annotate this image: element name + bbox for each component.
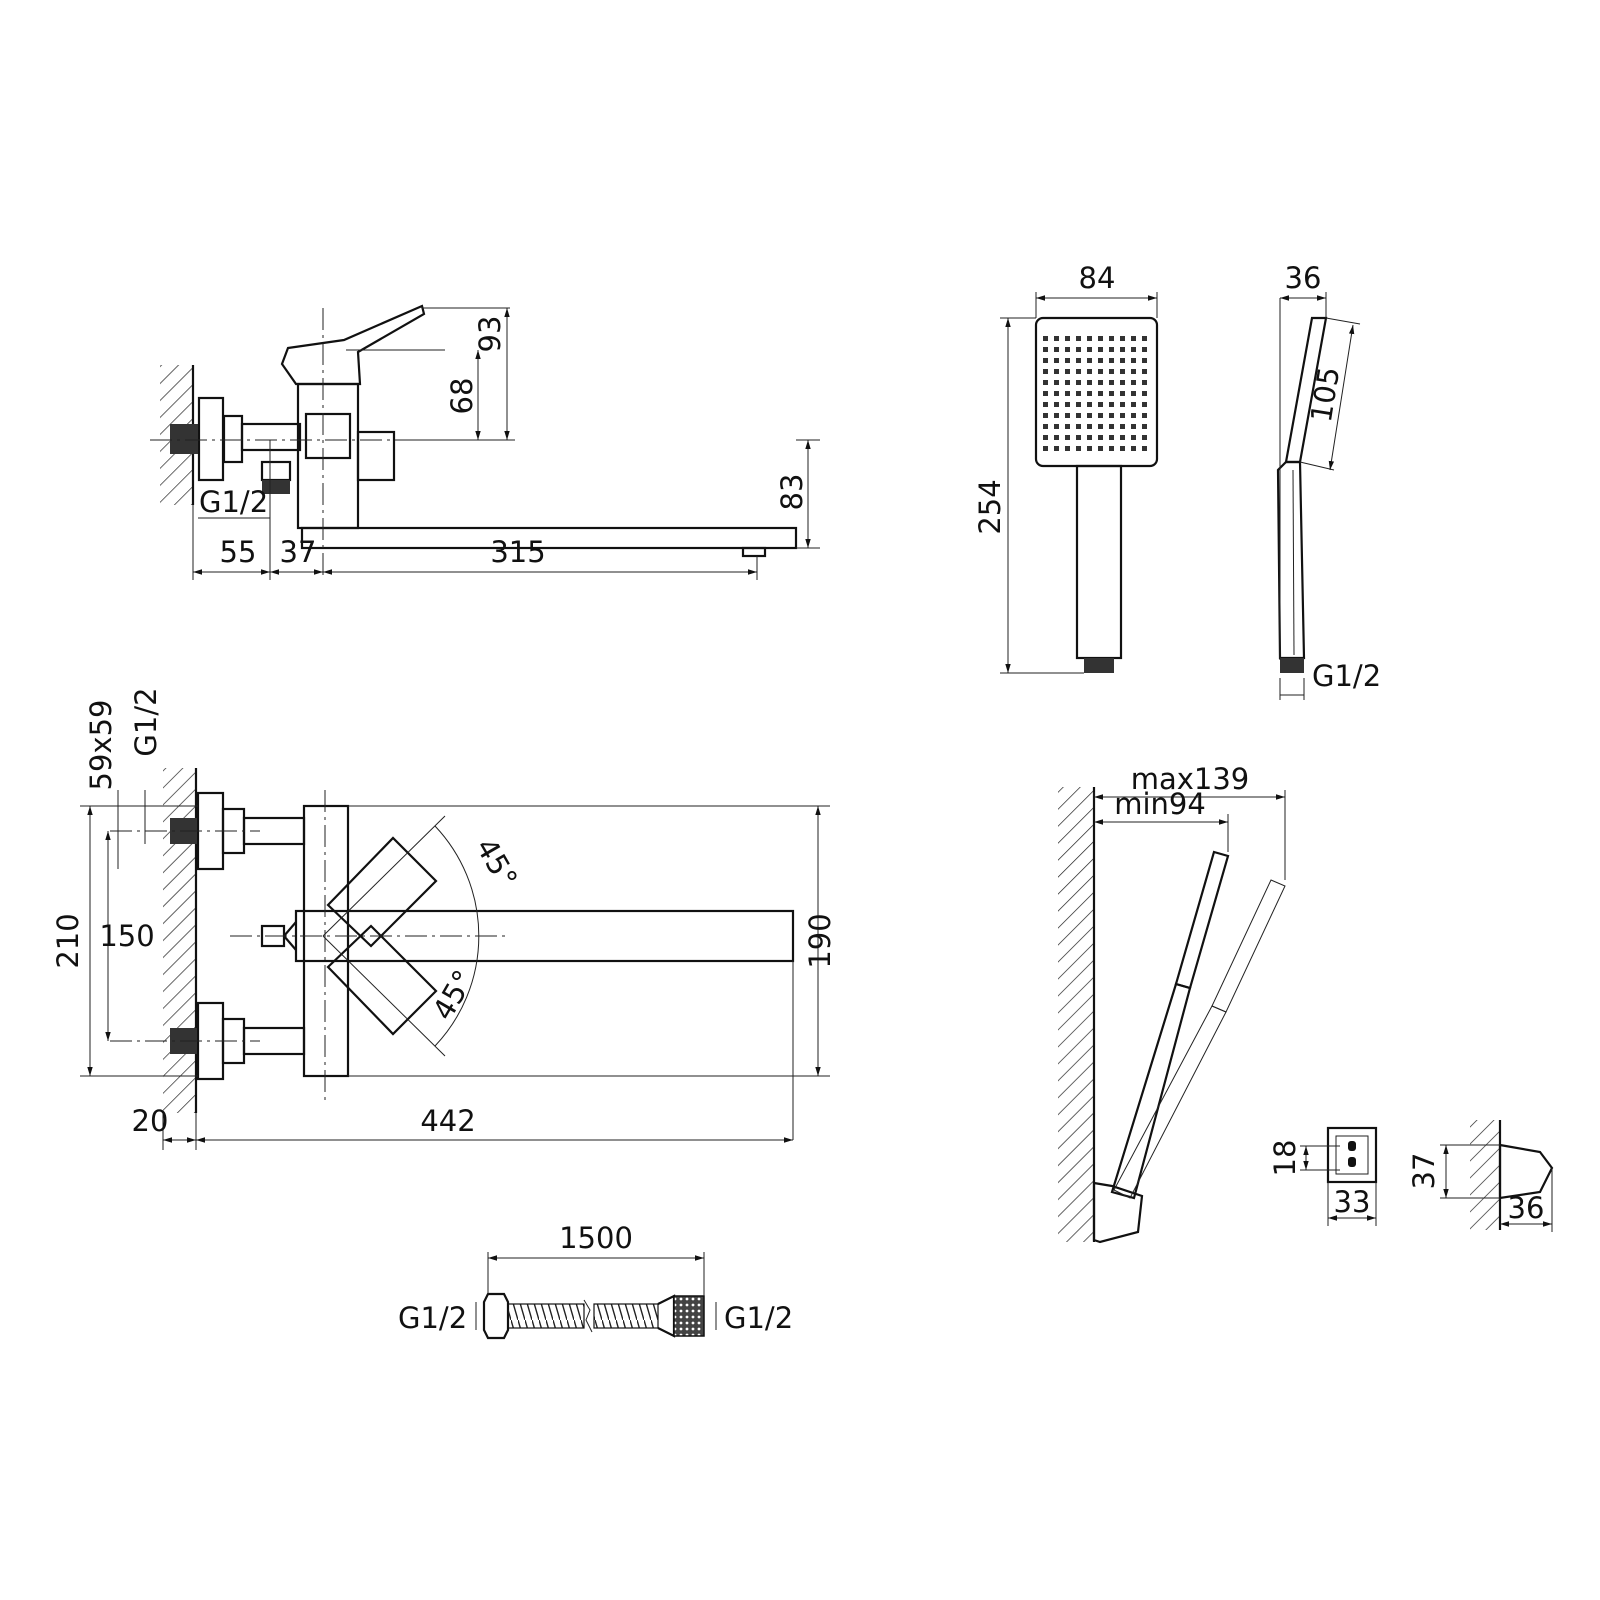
dim-holder-front-width: 33 [1334,1185,1371,1219]
holder-side-body [1498,1143,1554,1200]
dim-head-length: 105 [1304,364,1346,424]
hose-cone [657,1294,676,1338]
label-shower-thread: G1/2 [1312,659,1381,693]
label-angle-lower: 45° [426,964,481,1026]
side-inlet-thread [170,424,198,454]
top-view: 210 150 190 59x59 G1/2 45° 45° 20 442 [51,687,837,1150]
side-spout [300,526,798,550]
dim-max-reach: max139 [1131,762,1250,796]
hose-nut [482,1292,510,1340]
holder-bracket [1092,1181,1144,1244]
label-hose-thread-left: G1/2 [398,1301,467,1335]
dim-lever-height: 68 [445,378,479,415]
dim-wall-offset: 20 [132,1104,169,1138]
hose-coil-right [593,1303,659,1329]
dim-spout-reach: 315 [490,535,545,569]
label-eccentric-thread: G1/2 [129,687,163,756]
dim-outer-spacing: 210 [51,913,85,968]
holder-mounted-view: max139 min94 [1058,762,1286,1244]
label-angle-upper: 45° [469,832,524,894]
holder-front-screw-top [1348,1141,1356,1151]
holder-side-view: 37 36 [1407,1120,1554,1232]
shower-max-head [1211,879,1286,1013]
hose-break [583,1299,593,1333]
dim-holder-side-depth: 36 [1508,1191,1545,1225]
holder-front-slot [1335,1135,1369,1175]
shower-thread-front [1084,658,1114,673]
hand-shower-side: 36 105 G1/2 [1276,261,1381,700]
shower-handle-front [1075,464,1123,660]
shower-min-handle [1110,982,1192,1200]
hose-view: 1500 G1/2 G1/2 [398,1221,793,1340]
dim-total-length: 254 [973,479,1007,534]
shower-max-handle [1113,1005,1227,1199]
holder-side-wall [1470,1120,1500,1230]
holder-front-screw-bottom [1348,1157,1356,1167]
holder-front-view: 18 33 [1268,1126,1378,1226]
side-eccentric-pipe [240,422,302,452]
side-outlet-thread [262,480,290,494]
dim-holder-front-height: 18 [1268,1140,1302,1177]
dim-holder-side-height: 37 [1407,1153,1441,1190]
side-eccentric-nut [222,414,244,464]
label-side-inlet-thread: G1/2 [199,485,268,519]
hose-knurl [673,1295,705,1337]
holder-wall [1058,787,1094,1242]
dim-wall-to-inlet: 55 [220,535,257,569]
hose-coil-left [507,1303,585,1329]
side-aerator [741,546,767,558]
dim-head-width: 84 [1079,261,1116,295]
hand-shower-front: 84 254 [973,261,1159,674]
dim-inlet-to-axis: 37 [280,535,317,569]
dim-total-reach: 442 [420,1104,475,1138]
dim-hose-length: 1500 [559,1221,633,1255]
shower-thread-side [1280,658,1304,673]
top-mixer-body [302,804,350,1078]
side-lever [280,304,426,386]
dim-center-spacing: 150 [99,919,154,953]
side-shower-outlet [260,460,292,482]
dim-handle-height: 93 [473,316,507,353]
top-spout [294,909,795,963]
dim-spout-height: 83 [775,474,809,511]
label-eccentric-size: 59x59 [84,700,118,791]
holder-front-body [1326,1126,1378,1184]
spray-nozzles [1041,334,1151,456]
side-diverter [356,430,396,482]
top-lever-rotated-upper [326,836,438,948]
side-flange [197,396,225,482]
side-body-square [304,412,352,460]
dim-min-reach: min94 [1114,787,1206,821]
top-lever-rotated-lower [326,924,438,1036]
shower-handle-side [1276,460,1306,660]
label-hose-thread-right: G1/2 [724,1301,793,1335]
shower-min-head [1174,850,1230,990]
side-view: 93 68 83 G1/2 55 37 315 [150,304,820,580]
dim-thickness: 36 [1285,261,1322,295]
dim-spout-span: 190 [803,913,837,968]
